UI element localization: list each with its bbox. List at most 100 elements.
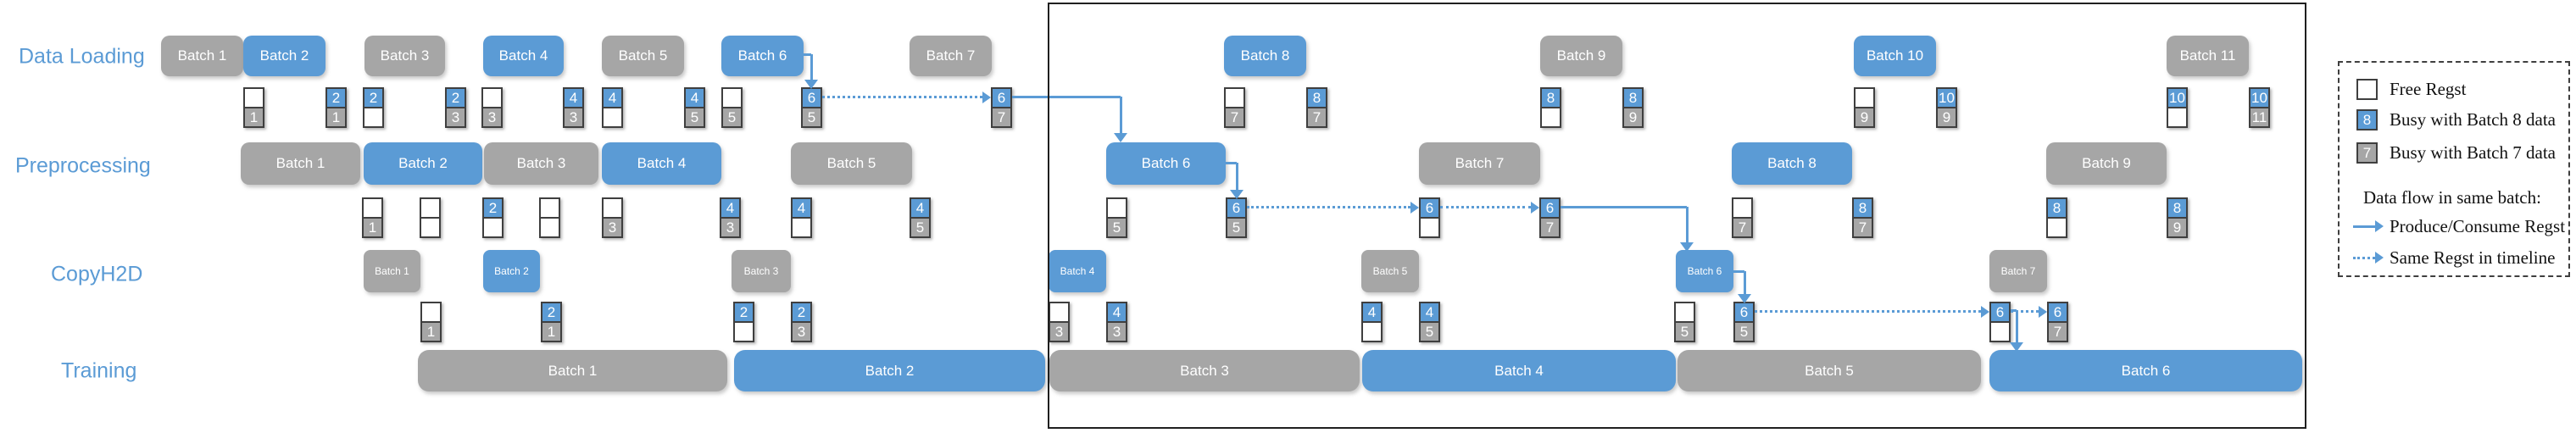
preprocessing-register-pair: 7 (1732, 197, 1753, 238)
register-cell-bottom: 1 (420, 321, 442, 342)
register-cell-bottom: 9 (1936, 107, 1957, 128)
register-cell-bottom: 3 (445, 107, 466, 128)
copyh2d-batch-box: Batch 1 (364, 250, 420, 292)
legend-label: Produce/Consume Regst (2390, 216, 2566, 236)
register-cell-top (362, 197, 383, 219)
register-cell-top (602, 197, 623, 219)
register-cell-top: 2 (482, 197, 504, 219)
preprocessing-register-pair: 3 (602, 197, 623, 238)
produce-consume-arrow (1226, 162, 1237, 164)
copyh2d-register-pair: 1 (420, 302, 442, 342)
register-cell-top: 2 (791, 302, 812, 323)
data-loading-batch-box: Batch 2 (243, 36, 325, 76)
copyh2d-register-pair: 4 (1361, 302, 1383, 342)
register-cell-bottom: 5 (1106, 217, 1127, 238)
register-cell-top: 4 (602, 87, 623, 108)
row-label-data-loading: Data Loading (19, 44, 145, 69)
register-cell-top (1732, 197, 1753, 219)
register-cell-bottom (733, 321, 754, 342)
register-cell-top: 10 (1936, 87, 1957, 108)
register-cell-top: 4 (1419, 302, 1440, 323)
preprocessing-register-pair: 6 (1419, 197, 1440, 238)
register-cell-top: 2 (325, 87, 347, 108)
produce-consume-arrow (1561, 206, 1687, 208)
produce-consume-arrow (1012, 96, 1121, 98)
produce-consume-arrow (2016, 310, 2018, 342)
register-cell-top (1049, 302, 1070, 323)
register-cell-top: 2 (541, 302, 562, 323)
data-loading-register-pair: 8 (1540, 87, 1561, 128)
produce-consume-arrow (1120, 97, 1122, 133)
data-loading-register-pair: 1 (243, 87, 264, 128)
busy-batch8-swatch-icon: 8 (2356, 109, 2378, 130)
register-cell-top: 8 (2167, 197, 2188, 219)
dotted-arrow-icon (2353, 257, 2375, 259)
register-cell-top: 4 (1361, 302, 1383, 323)
register-cell-bottom: 9 (2167, 217, 2188, 238)
copyh2d-batch-box: Batch 4 (1049, 250, 1106, 292)
same-regst-arrow (822, 96, 982, 98)
arrow-head-icon (982, 92, 991, 103)
register-cell-top: 2 (363, 87, 384, 108)
register-cell-bottom: 3 (481, 107, 503, 128)
arrow-head-icon (1981, 306, 1989, 318)
preprocessing-register-pair: 5 (1106, 197, 1127, 238)
data-loading-batch-box: Batch 7 (910, 36, 992, 76)
register-cell-top: 4 (1106, 302, 1127, 323)
register-cell-bottom: 3 (720, 217, 741, 238)
register-cell-bottom: 7 (1852, 217, 1873, 238)
register-cell-top: 2 (445, 87, 466, 108)
register-cell-bottom: 3 (563, 107, 584, 128)
training-batch-box: Batch 3 (1049, 350, 1360, 391)
data-loading-batch-box: Batch 8 (1224, 36, 1306, 76)
register-cell-top: 6 (1989, 302, 2011, 323)
solid-arrowhead-icon (2375, 220, 2384, 232)
preprocessing-batch-box: Batch 6 (1106, 142, 1226, 185)
arrow-head-icon (1410, 202, 1419, 214)
register-cell-bottom: 9 (1622, 107, 1644, 128)
register-cell-bottom: 1 (243, 107, 264, 128)
register-cell-bottom: 5 (1733, 321, 1755, 342)
preprocessing-batch-box: Batch 7 (1419, 142, 1540, 185)
register-cell-bottom: 5 (1419, 321, 1440, 342)
register-cell-bottom: 9 (1854, 107, 1875, 128)
data-loading-batch-box: Batch 6 (721, 36, 804, 76)
register-cell-bottom (482, 217, 504, 238)
copyh2d-batch-box: Batch 5 (1361, 250, 1419, 292)
register-cell-bottom: 3 (1049, 321, 1070, 342)
preprocessing-register-pair: 2 (482, 197, 504, 238)
data-loading-register-pair: 9 (1854, 87, 1875, 128)
register-cell-top: 8 (1622, 87, 1644, 108)
preprocessing-batch-box: Batch 2 (364, 142, 482, 185)
legend-label: Same Regst in timeline (2390, 247, 2556, 268)
dotted-arrowhead-icon (2375, 252, 2384, 264)
data-loading-register-pair: 4 (602, 87, 623, 128)
produce-consume-arrow (2011, 309, 2017, 312)
same-regst-arrow (1440, 206, 1531, 208)
register-cell-bottom (1419, 217, 1440, 238)
legend-heading-data-flow: Data flow in same batch: (2340, 187, 2568, 209)
register-cell-bottom: 7 (1224, 107, 1245, 128)
data-loading-batch-box: Batch 10 (1854, 36, 1936, 76)
register-cell-top (539, 197, 560, 219)
register-cell-bottom (1361, 321, 1383, 342)
training-batch-box: Batch 4 (1362, 350, 1676, 391)
legend-item-busy-batch7: 7 Busy with Batch 7 data (2340, 142, 2568, 164)
register-cell-top: 10 (2167, 87, 2188, 108)
preprocessing-register-pair: 4 (791, 197, 812, 238)
legend-item-busy-batch8: 8 Busy with Batch 8 data (2340, 109, 2568, 131)
register-cell-top: 6 (2047, 302, 2068, 323)
register-cell-bottom: 5 (910, 217, 931, 238)
training-batch-box: Batch 2 (734, 350, 1045, 391)
register-cell-bottom: 7 (991, 107, 1012, 128)
